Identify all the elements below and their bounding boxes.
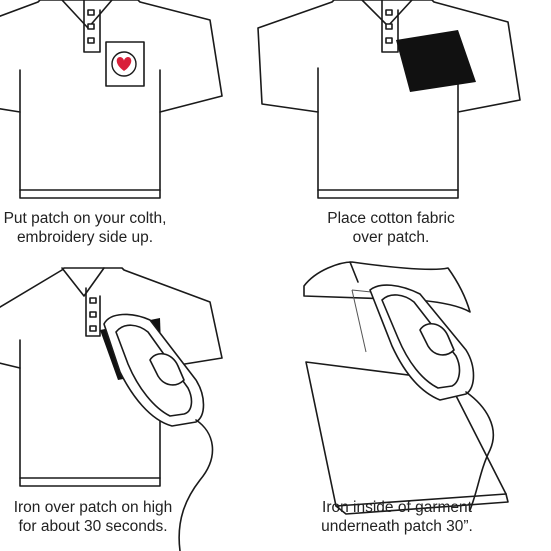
- step-2-caption-line-1: Place cotton fabric: [327, 210, 455, 227]
- step-4-caption-line-2: underneath patch 30”.: [321, 518, 473, 535]
- step-2-caption-line-2: over patch.: [352, 229, 430, 246]
- step-4-caption-line-1: Iron inside of garment: [322, 499, 472, 516]
- step-2-caption: Place cotton fabric over patch.: [266, 209, 516, 247]
- step-4-caption: Iron inside of garment underneath patch …: [272, 498, 522, 536]
- iron-on-shirt-icon: [0, 267, 223, 551]
- iron-inside-garment-icon: [303, 261, 509, 515]
- step-1-caption-line-1: Put patch on your colth,: [3, 210, 167, 227]
- step-3-caption: Iron over patch on high for about 30 sec…: [0, 498, 218, 536]
- shirt-with-cotton-fabric-icon: [257, 0, 521, 199]
- shirt-with-heart-patch-icon: [0, 0, 223, 199]
- step-1-caption-line-2: embroidery side up.: [16, 229, 154, 246]
- step-3-caption-line-2: for about 30 seconds.: [18, 518, 168, 535]
- step-3-caption-line-1: Iron over patch on high: [13, 499, 173, 516]
- step-1-caption: Put patch on your colth, embroidery side…: [0, 209, 210, 247]
